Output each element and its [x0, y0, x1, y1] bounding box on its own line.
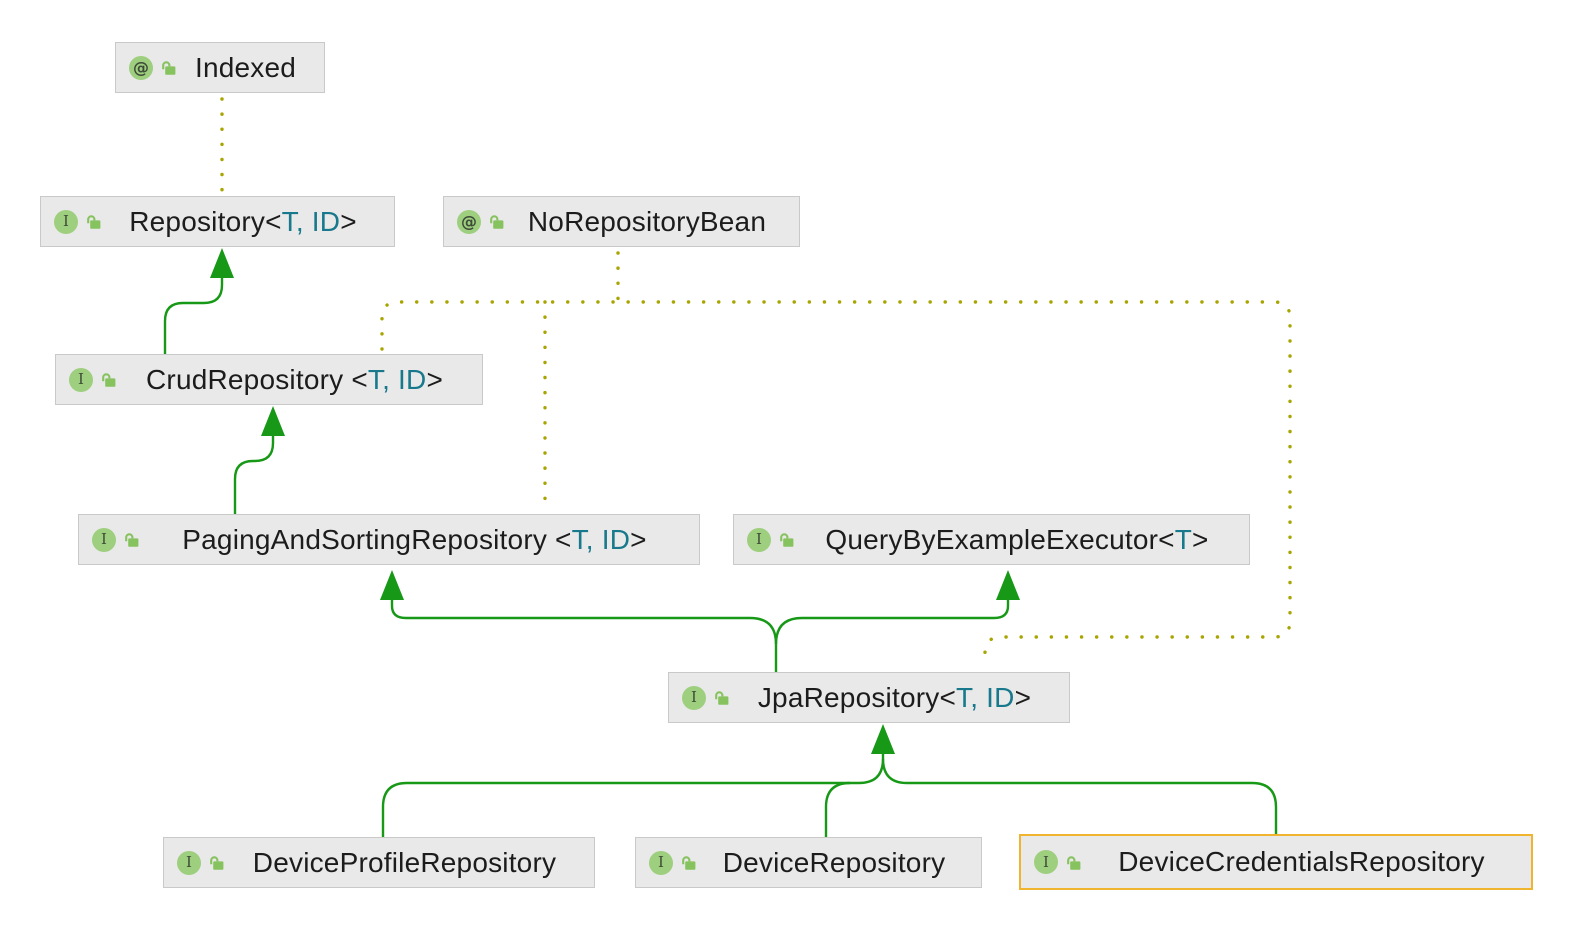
- unlocked-icon: [682, 856, 696, 870]
- unlocked-icon: [490, 215, 504, 229]
- node-pagingandsortingrepository[interactable]: I PagingAndSortingRepository <T, ID>: [78, 514, 700, 565]
- edge-paging-extends-crudrepository: [233, 436, 275, 514]
- arrowhead-paging: [380, 570, 404, 600]
- edge-jparepository-extends-paging: [390, 600, 778, 672]
- node-label: DeviceRepository: [722, 846, 946, 878]
- node-devicecredentialsrepository[interactable]: I DeviceCredentialsRepository: [1019, 834, 1533, 890]
- interface-icon: I: [92, 527, 116, 552]
- annotation-icon: @: [129, 55, 153, 80]
- node-label: DeviceCredentialsRepository: [1118, 846, 1485, 877]
- node-repository[interactable]: I Repository<T, ID>: [40, 196, 395, 247]
- node-label: NoRepositoryBean: [527, 205, 767, 237]
- arrowhead-crudrepository: [261, 406, 285, 436]
- interface-icon: I: [747, 527, 771, 552]
- edge-crudrepository-extends-repository: [163, 278, 224, 354]
- arrowhead-jparepository: [871, 724, 895, 754]
- interface-icon: I: [69, 367, 93, 392]
- node-querybyexampleexecutor[interactable]: I QueryByExampleExecutor<T>: [733, 514, 1250, 565]
- unlocked-icon: [715, 691, 729, 705]
- interface-icon: I: [54, 209, 78, 234]
- node-label: Indexed: [194, 51, 297, 83]
- interface-icon: I: [177, 850, 201, 875]
- node-jparepository[interactable]: I JpaRepository<T, ID>: [668, 672, 1070, 723]
- edge-deviceprofile-extends-jparepository: [381, 754, 885, 837]
- interface-icon: I: [1034, 850, 1058, 874]
- node-indexed[interactable]: @ Indexed: [115, 42, 325, 93]
- unlocked-icon: [87, 215, 101, 229]
- unlocked-icon: [102, 373, 116, 387]
- node-label: CrudRepository <T, ID>: [146, 363, 443, 395]
- annotation-icon: @: [457, 209, 481, 234]
- node-crudrepository[interactable]: I CrudRepository <T, ID>: [55, 354, 483, 405]
- arrowhead-repository: [210, 248, 234, 278]
- unlocked-icon: [210, 856, 224, 870]
- unlocked-icon: [162, 61, 176, 75]
- edge-norepositorybean-annotates-crud-and-jpa: [380, 300, 1292, 669]
- interface-icon: I: [649, 850, 673, 875]
- arrowhead-querybyexample: [996, 570, 1020, 600]
- interface-icon: I: [682, 685, 706, 710]
- edge-devicerepository-extends-jparepository: [824, 781, 851, 837]
- node-norepositorybean[interactable]: @ NoRepositoryBean: [443, 196, 800, 247]
- edge-devicecredentials-extends-jparepository: [881, 758, 1278, 834]
- node-deviceprofilerepository[interactable]: I DeviceProfileRepository: [163, 837, 595, 888]
- node-label: QueryByExampleExecutor<T>: [825, 523, 1209, 555]
- unlocked-icon: [1067, 855, 1081, 870]
- node-devicerepository[interactable]: I DeviceRepository: [635, 837, 982, 888]
- unlocked-icon: [125, 533, 139, 547]
- node-label: PagingAndSortingRepository <T, ID>: [182, 523, 647, 555]
- node-label: JpaRepository<T, ID>: [757, 681, 1032, 713]
- edge-jparepository-extends-querybyexample: [774, 600, 1010, 645]
- unlocked-icon: [780, 533, 794, 547]
- node-label: DeviceProfileRepository: [252, 846, 557, 878]
- node-label: Repository<T, ID>: [129, 205, 357, 237]
